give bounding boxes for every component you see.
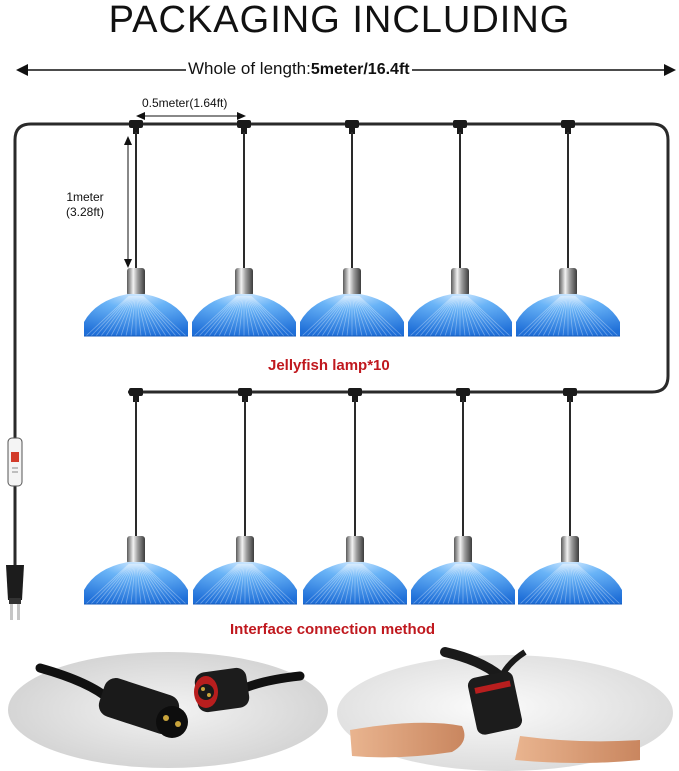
- lamp-row-top: [84, 120, 620, 337]
- interface-caption: Interface connection method: [230, 621, 436, 638]
- power-cable: [13, 122, 670, 565]
- jellyfish-lamp: [303, 388, 407, 605]
- drop-label-line2: (3.28ft): [66, 205, 105, 219]
- drop-label: 1meter (3.28ft): [66, 190, 104, 220]
- spacing-label: 0.5meter(1.64ft): [142, 96, 228, 110]
- connector-photo-left: [8, 652, 328, 768]
- jellyfish-lamp: [408, 120, 512, 337]
- drop-label-line1: 1meter: [66, 190, 104, 204]
- lamp-row-bottom: [84, 388, 622, 605]
- plug-icon: [6, 565, 24, 620]
- length-prefix: Whole of length: [188, 59, 307, 78]
- jellyfish-lamp: [300, 120, 404, 337]
- length-value: 5meter/16.4ft: [310, 61, 410, 78]
- jellyfish-lamp: [84, 388, 188, 605]
- jellyfish-lamp: [84, 120, 188, 337]
- lamp-caption: Jellyfish lamp*10: [268, 357, 390, 374]
- jellyfish-lamp: [193, 388, 297, 605]
- jellyfish-lamp: [518, 388, 622, 605]
- length-separator: :: [306, 59, 311, 78]
- jellyfish-lamp: [516, 120, 620, 337]
- inline-switch-icon: [7, 437, 23, 487]
- length-label: Whole of length:5meter/16.4ft: [186, 58, 412, 80]
- jellyfish-lamp: [192, 120, 296, 337]
- spacing-arrow: [136, 112, 246, 120]
- jellyfish-lamp: [411, 388, 515, 605]
- drop-arrow: [124, 136, 132, 268]
- page-title: PACKAGING INCLUDING: [108, 0, 571, 41]
- connector-photo-right: [337, 647, 673, 771]
